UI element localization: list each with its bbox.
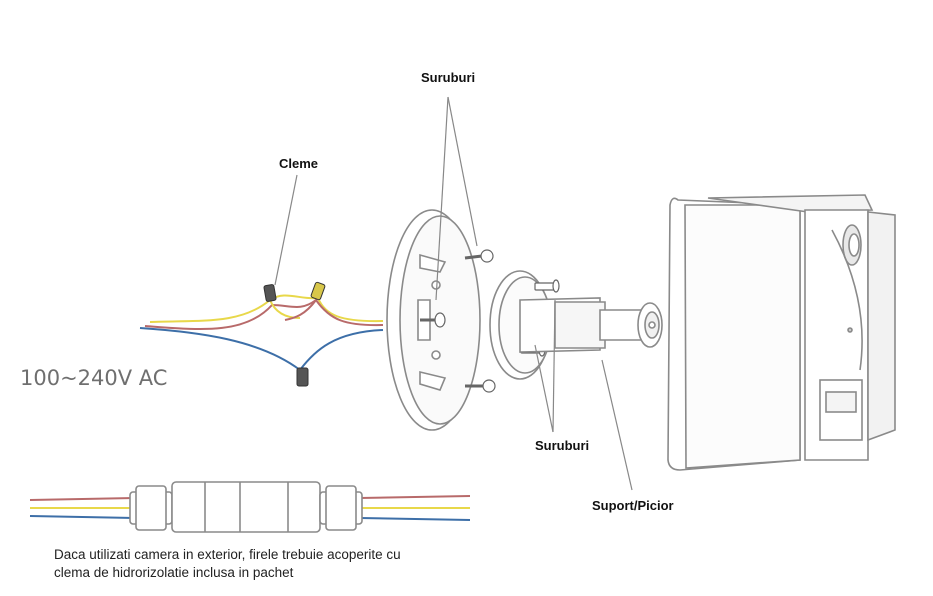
waterproof-connector-wires xyxy=(29,495,471,521)
note-line-1: Daca utilizati camera in exterior, firel… xyxy=(54,547,401,562)
label-stand: Suport/Picior xyxy=(592,498,674,513)
connector-icon xyxy=(310,281,326,301)
wire-yellow-short xyxy=(269,299,301,319)
wire-red xyxy=(144,298,384,330)
camera-body xyxy=(667,194,896,471)
screw-icon xyxy=(464,249,494,263)
screw-icon xyxy=(465,379,496,393)
wire-red-short xyxy=(284,299,317,321)
wire-yellow xyxy=(149,294,384,323)
connector-icon xyxy=(296,367,309,387)
label-voltage: 100~240V AC xyxy=(20,366,167,390)
ac-wires xyxy=(139,294,384,372)
connector-icon xyxy=(263,284,277,302)
label-screws-bottom: Suruburi xyxy=(535,438,589,453)
leader-lines xyxy=(274,96,633,491)
screw-icon xyxy=(420,312,446,328)
stand-arm xyxy=(519,297,663,353)
base-screws xyxy=(420,249,496,393)
status-led-icon xyxy=(847,327,853,333)
waterproof-connector xyxy=(129,481,363,533)
label-screws-top: Suruburi xyxy=(421,70,475,85)
screw-icon xyxy=(534,279,560,293)
note-line-2: clema de hidrorizolatie inclusa in pache… xyxy=(54,565,294,580)
outdoor-usage-note: Daca utilizati camera in exterior, firel… xyxy=(54,546,574,582)
wire-connectors xyxy=(263,281,326,387)
label-clamps: Cleme xyxy=(279,156,318,171)
wire-blue xyxy=(139,327,384,372)
